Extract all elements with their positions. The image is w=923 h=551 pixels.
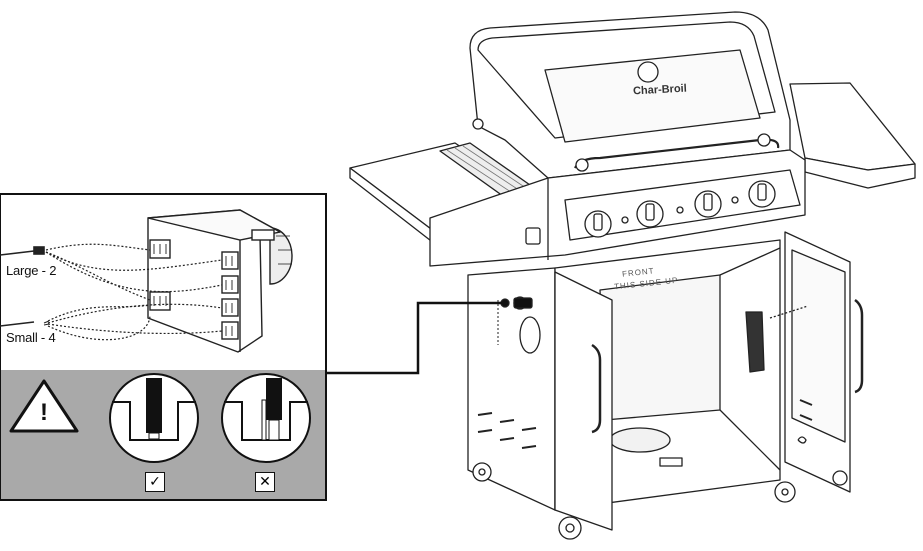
grill-lid bbox=[469, 11, 791, 179]
callout-panel bbox=[0, 193, 327, 501]
brand-emblem bbox=[637, 61, 659, 83]
thermometer-icon bbox=[472, 118, 484, 130]
small-terminal-3 bbox=[221, 298, 239, 317]
igniter-button bbox=[525, 227, 541, 245]
warning-triangle-icon bbox=[9, 379, 79, 433]
drip-tray bbox=[659, 457, 683, 467]
callout-leader-line bbox=[326, 301, 508, 375]
incorrect-connection-diagram bbox=[221, 373, 311, 463]
casters bbox=[472, 462, 848, 540]
left-door bbox=[554, 271, 613, 531]
wire-routing-dashes bbox=[45, 243, 223, 341]
large-wire-label: Large - 2 bbox=[6, 263, 57, 278]
igniter-connector bbox=[500, 296, 533, 310]
warning-exclamation: ! bbox=[40, 399, 48, 426]
right-door bbox=[745, 231, 864, 493]
control-knobs bbox=[584, 180, 776, 238]
correct-checkmark-icon: ✓ bbox=[145, 472, 165, 492]
small-terminal-4 bbox=[221, 321, 239, 340]
small-wire-label: Small - 4 bbox=[6, 330, 56, 345]
wires bbox=[0, 246, 50, 327]
small-terminal-1 bbox=[221, 251, 239, 270]
grill-illustration bbox=[349, 11, 916, 540]
firebox bbox=[429, 149, 806, 267]
ignition-module bbox=[147, 209, 293, 353]
lighter-tool bbox=[745, 311, 765, 373]
incorrect-x-icon: ✕ bbox=[255, 472, 275, 492]
correct-connection-diagram bbox=[109, 373, 199, 463]
right-side-shelf bbox=[789, 82, 916, 189]
small-terminal-2 bbox=[221, 275, 239, 294]
flame-icon bbox=[797, 436, 807, 444]
